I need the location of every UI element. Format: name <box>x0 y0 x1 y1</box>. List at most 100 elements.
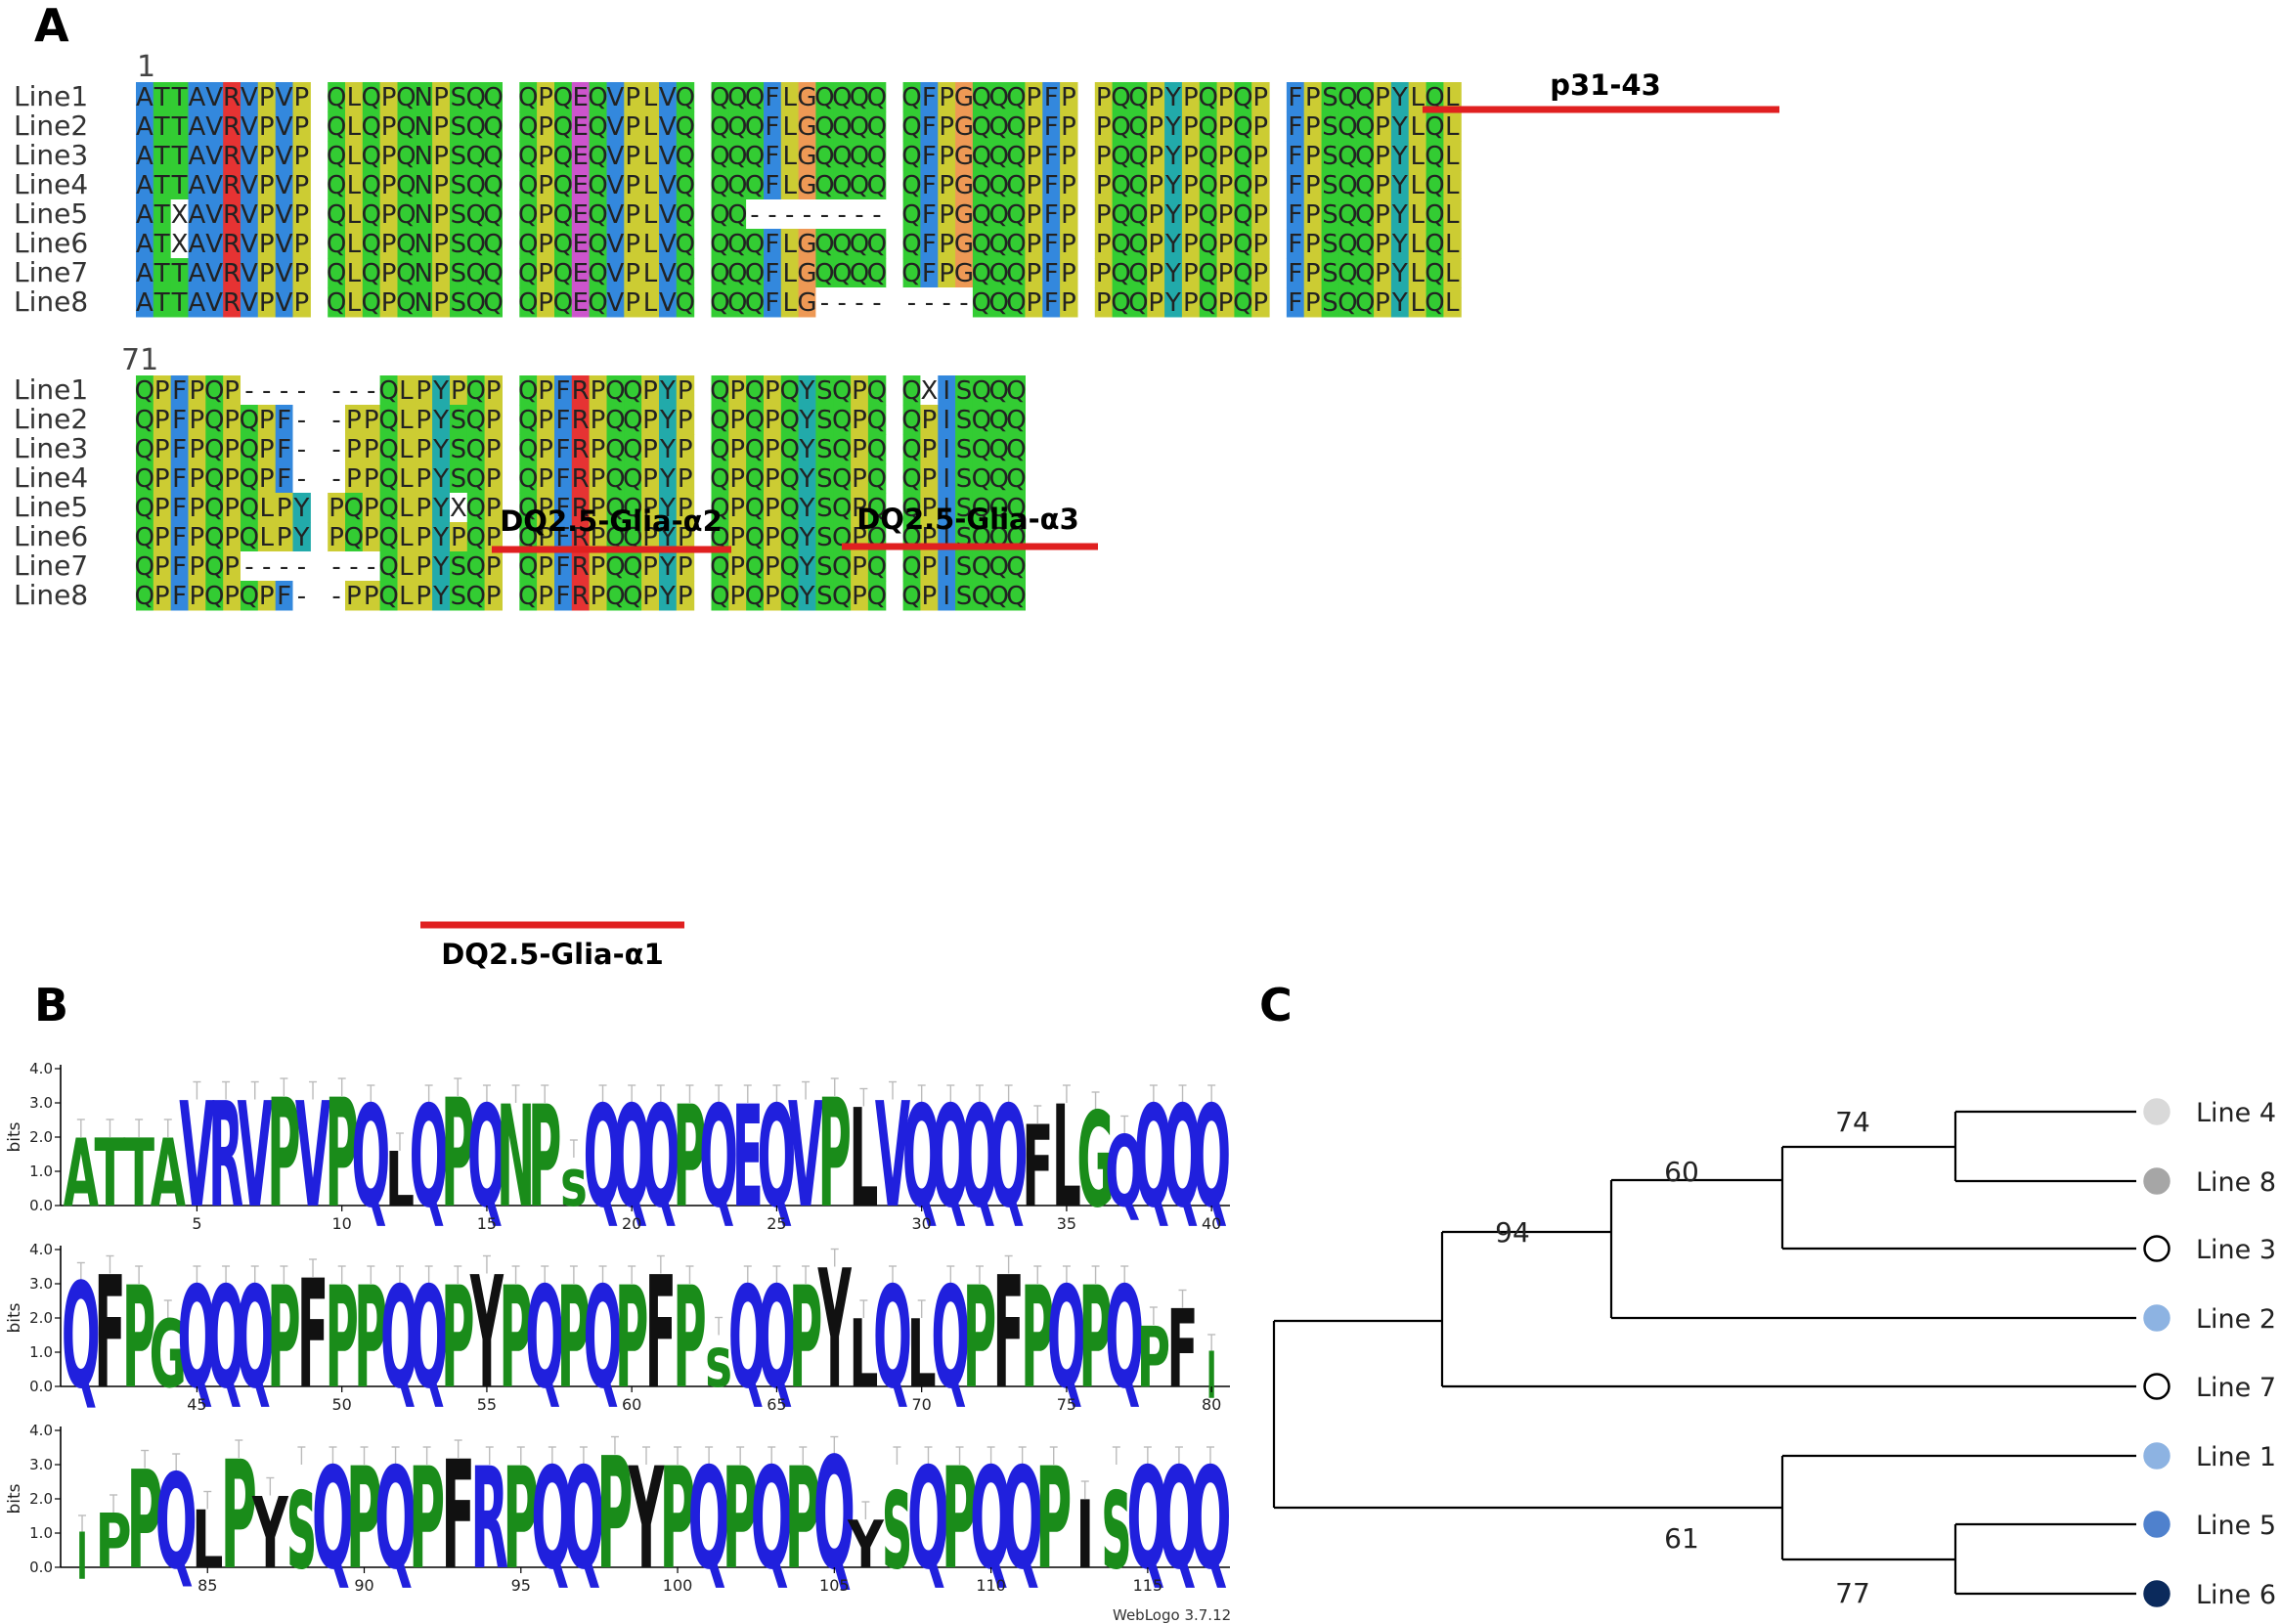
residue-letter: - <box>331 552 340 582</box>
residue-cell <box>851 170 869 200</box>
residue-cell <box>223 82 241 112</box>
residue-letter: F <box>277 435 291 464</box>
residue-cell <box>1216 229 1235 259</box>
residue-cell <box>798 170 816 200</box>
residue-letter: Q <box>867 406 887 435</box>
residue-letter: P <box>381 230 397 259</box>
residue-letter: G <box>954 112 974 142</box>
sequence-name: Line3 <box>14 139 88 171</box>
residue-cell <box>1425 111 1444 142</box>
residue-letter: N <box>414 171 432 200</box>
residue-letter: A <box>136 230 153 259</box>
residue-letter: P <box>729 582 745 611</box>
residue-letter: S <box>1322 288 1338 318</box>
residue-letter: Q <box>1006 230 1026 259</box>
residue-cell <box>1408 170 1427 200</box>
residue-cell <box>1425 170 1444 200</box>
residue-cell <box>815 170 834 200</box>
residue-letter: Y <box>659 552 676 582</box>
residue-letter: - <box>280 552 288 582</box>
residue-cell <box>345 199 364 230</box>
residue-letter: F <box>1044 288 1059 318</box>
leaf-marker <box>2143 1442 2170 1470</box>
residue-letter: P <box>922 435 938 464</box>
residue-cell <box>537 141 555 171</box>
residue-letter: P <box>364 435 379 464</box>
residue-cell <box>397 199 416 230</box>
residue-letter: Q <box>710 582 729 611</box>
residue-letter: Q <box>901 406 921 435</box>
residue-letter: Q <box>972 200 991 230</box>
residue-letter: - <box>297 464 306 494</box>
residue-cell <box>205 141 224 171</box>
residue-cell <box>257 141 277 171</box>
residue-cell <box>1042 111 1061 142</box>
residue-letter: Q <box>727 200 747 230</box>
residue-cell <box>972 229 991 259</box>
residue-letter: L <box>782 171 797 200</box>
tree-branches <box>1272 1110 2136 1596</box>
residue-letter: P <box>538 376 553 406</box>
residue-cell <box>798 199 816 230</box>
residue-cell <box>955 199 974 230</box>
residue-letter: Q <box>204 494 224 523</box>
residue-letter: P <box>1218 200 1234 230</box>
residue-letter: Q <box>675 112 694 142</box>
residue-letter: G <box>954 230 974 259</box>
residue-cell <box>1356 82 1375 112</box>
residue-cell <box>450 170 468 200</box>
residue-letter: Q <box>1355 230 1375 259</box>
residue-letter: L <box>1410 112 1425 142</box>
residue-cell <box>676 111 695 142</box>
residue-letter: Y <box>1391 200 1408 230</box>
residue-letter: S <box>956 582 973 611</box>
residue-letter: Q <box>588 288 607 318</box>
residue-letter: F <box>172 464 187 494</box>
residue-letter: S <box>816 464 833 494</box>
residue-letter: P <box>1375 142 1390 171</box>
residue-letter: Y <box>659 435 676 464</box>
residue-letter: Y <box>1391 230 1408 259</box>
residue-cell <box>466 82 486 112</box>
residue-cell <box>1356 199 1375 230</box>
residue-cell <box>328 199 346 230</box>
logo-x-tick-label: 70 <box>911 1395 931 1414</box>
residue-letter: P <box>486 435 502 464</box>
residue-cell <box>833 82 852 112</box>
residue-letter: A <box>136 259 153 288</box>
residue-letter: N <box>414 230 432 259</box>
residue-letter: Q <box>361 142 380 171</box>
residue-letter: F <box>1044 142 1059 171</box>
residue-cell <box>955 229 974 259</box>
residue-letter: P <box>1096 200 1112 230</box>
residue-letter: Q <box>483 200 503 230</box>
residue-letter: Q <box>779 494 799 523</box>
residue-letter: Q <box>1198 259 1217 288</box>
residue-letter: P <box>1148 142 1163 171</box>
residue-cell <box>275 170 294 200</box>
residue-letter: S <box>816 376 833 406</box>
residue-letter: Q <box>344 523 364 552</box>
residue-letter: Q <box>327 83 346 112</box>
residue-letter: Q <box>867 552 887 582</box>
residue-letter: R <box>223 83 241 112</box>
residue-letter: P <box>591 435 606 464</box>
residue-cell <box>345 229 364 259</box>
residue-letter: I <box>943 435 950 464</box>
sequence-name: Line3 <box>14 432 88 464</box>
residue-cell <box>1112 199 1130 230</box>
residue-letter: Q <box>327 288 346 318</box>
residue-cell <box>397 111 416 142</box>
residue-cell <box>223 199 241 230</box>
residue-letter: T <box>153 112 170 142</box>
residue-cell <box>1094 141 1114 171</box>
residue-letter: Q <box>204 552 224 582</box>
residue-letter: Q <box>710 142 729 171</box>
residue-letter: Q <box>1355 171 1375 200</box>
residue-letter: Q <box>727 171 747 200</box>
residue-cell <box>606 111 625 142</box>
residue-letter: F <box>1288 200 1302 230</box>
residue-letter: F <box>277 406 291 435</box>
residue-cell <box>780 199 800 230</box>
residue-cell <box>902 141 921 171</box>
